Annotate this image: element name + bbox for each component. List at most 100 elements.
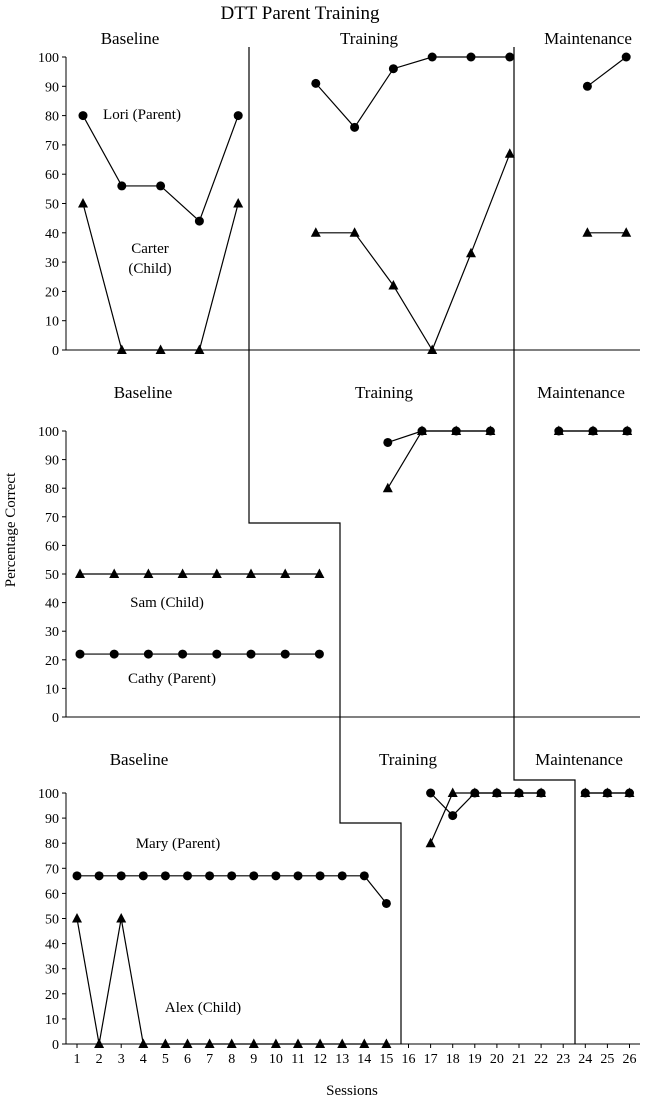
data-point (314, 649, 324, 659)
y-tick-label: 100 (38, 425, 59, 440)
data-point (624, 787, 635, 797)
data-point (212, 649, 222, 659)
y-tick-label: 80 (45, 482, 59, 497)
phase-label: Baseline (110, 750, 169, 769)
phase-change-line (248, 47, 402, 1044)
chart-title: DTT Parent Training (220, 3, 380, 24)
data-point (280, 649, 290, 659)
data-point (388, 280, 399, 290)
data-point (194, 344, 205, 354)
y-tick-label: 60 (45, 887, 59, 902)
x-tick-label: 4 (140, 1052, 147, 1067)
x-tick-label: 14 (357, 1052, 371, 1067)
data-point (177, 568, 188, 578)
x-tick-label: 5 (162, 1052, 169, 1067)
data-point (588, 426, 598, 436)
y-tick-label: 0 (52, 1038, 59, 1053)
data-point (183, 871, 192, 881)
data-point (211, 568, 222, 578)
series-annotation: Cathy (Parent) (128, 671, 216, 687)
data-point (280, 568, 291, 578)
data-point (621, 227, 632, 237)
series-line (387, 430, 491, 489)
y-tick-label: 60 (45, 168, 59, 183)
x-tick-label: 21 (512, 1052, 526, 1067)
data-point (160, 1038, 171, 1048)
data-point (205, 871, 215, 881)
data-point (505, 52, 515, 62)
y-tick-label: 30 (45, 256, 59, 271)
data-point (116, 871, 126, 881)
y-tick-label: 50 (45, 568, 59, 583)
y-tick-label: 70 (45, 511, 59, 526)
series-annotation: (Child) (128, 261, 171, 277)
y-tick-label: 20 (45, 988, 59, 1003)
data-point (155, 344, 166, 354)
x-tick-label: 7 (206, 1052, 213, 1067)
series-line (315, 56, 510, 129)
y-tick-label: 80 (45, 837, 59, 852)
data-point (143, 568, 154, 578)
data-point (311, 78, 321, 88)
phase-label: Training (340, 29, 398, 48)
y-tick-label: 10 (45, 315, 59, 330)
y-tick-label: 100 (38, 51, 59, 66)
phase-label: Training (379, 750, 437, 769)
data-point (491, 787, 502, 797)
y-tick-label: 100 (38, 787, 59, 802)
x-tick-label: 22 (534, 1052, 548, 1067)
x-tick-label: 15 (379, 1052, 393, 1067)
data-point (349, 227, 360, 237)
x-tick-label: 16 (402, 1052, 416, 1067)
phase-label: Maintenance (535, 750, 623, 769)
data-point (359, 871, 369, 881)
x-tick-label: 13 (335, 1052, 349, 1067)
data-point (117, 181, 127, 191)
x-tick-label: 3 (118, 1052, 125, 1067)
data-point (72, 913, 82, 923)
data-point (138, 871, 148, 881)
data-point (116, 344, 127, 354)
y-tick-label: 10 (45, 1013, 59, 1028)
data-point (451, 426, 461, 436)
data-point (270, 1038, 281, 1048)
series-line (387, 430, 491, 444)
phase-label: Maintenance (544, 29, 632, 48)
data-point (417, 426, 427, 436)
data-point (427, 344, 438, 354)
phase-label: Maintenance (537, 383, 625, 402)
data-point (504, 148, 515, 158)
data-point (249, 871, 259, 881)
data-point (143, 649, 153, 659)
data-point (383, 437, 393, 447)
data-point (246, 649, 256, 659)
series-annotation: Mary (Parent) (136, 836, 221, 852)
data-point (381, 1038, 392, 1048)
series-line (430, 792, 542, 844)
data-point (554, 426, 564, 436)
data-point (514, 787, 524, 797)
data-point (178, 649, 188, 659)
data-point (227, 871, 237, 881)
y-tick-label: 90 (45, 80, 59, 95)
x-tick-label: 12 (313, 1052, 327, 1067)
series-annotation: Alex (Child) (165, 1000, 241, 1016)
y-tick-label: 90 (45, 812, 59, 827)
data-point (246, 568, 256, 578)
data-point (182, 1038, 193, 1048)
data-point (427, 52, 437, 62)
data-point (359, 1038, 370, 1048)
data-point (425, 837, 436, 848)
data-point (310, 227, 321, 237)
phase-change-line (513, 47, 576, 1044)
x-tick-label: 11 (291, 1052, 304, 1067)
x-tick-label: 17 (424, 1052, 438, 1067)
data-point (381, 898, 391, 908)
data-point (75, 568, 85, 578)
series-annotation: Carter (131, 241, 168, 257)
data-point (194, 216, 204, 226)
y-tick-label: 30 (45, 963, 59, 978)
y-tick-label: 40 (45, 938, 59, 953)
data-point (109, 649, 119, 659)
